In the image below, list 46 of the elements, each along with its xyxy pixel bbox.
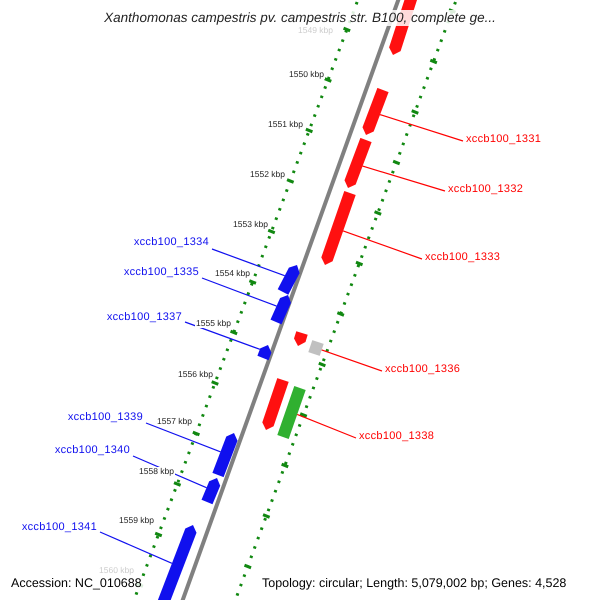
leader-line bbox=[202, 277, 277, 307]
scale-label: 1554 kbp bbox=[214, 269, 251, 278]
gene-label: xccb100_1336 bbox=[385, 364, 460, 375]
scale-label: 1552 kbp bbox=[249, 170, 286, 178]
scale-label: 1555 kbp bbox=[195, 319, 232, 328]
gene-feature bbox=[278, 265, 300, 295]
genome-info-label: Topology: circular; Length: 5,079,002 bp; Genes: 4,528 bbox=[260, 576, 568, 590]
leader-line bbox=[362, 166, 446, 192]
gene-block bbox=[277, 386, 306, 439]
scale-label: 1551 kbp bbox=[267, 120, 304, 128]
leader-line bbox=[100, 531, 172, 564]
gene-feature bbox=[156, 525, 196, 600]
leader-line bbox=[146, 422, 221, 452]
scale-label: 1558 kbp bbox=[138, 467, 175, 476]
scale-label: 1556 kbp bbox=[177, 370, 214, 378]
leader-line bbox=[212, 248, 285, 276]
gene-feature bbox=[270, 295, 291, 324]
leader-line bbox=[296, 414, 356, 439]
gene-label: xccb100_1334 bbox=[134, 237, 209, 248]
gene-label: xccb100_1339 bbox=[68, 412, 143, 423]
gene-label: xccb100_1340 bbox=[54, 445, 130, 456]
gene-feature bbox=[362, 88, 389, 135]
gene-label: xccb100_1337 bbox=[106, 312, 182, 323]
gene-feature bbox=[321, 191, 356, 265]
accession-label: Accession: NC_010688 bbox=[9, 576, 144, 590]
gene-block bbox=[308, 340, 324, 356]
gene-feature bbox=[344, 138, 372, 188]
scale-label: 1557 kbp bbox=[156, 417, 193, 426]
leader-line bbox=[322, 349, 382, 372]
gene-label: xccb100_1341 bbox=[22, 522, 97, 533]
gene-label: xccb100_1333 bbox=[425, 252, 500, 263]
scale-label: 1553 kbp bbox=[232, 220, 269, 228]
gene-label: xccb100_1331 bbox=[466, 134, 542, 145]
scale-label: 1550 kbp bbox=[288, 70, 325, 78]
gene-feature bbox=[212, 433, 238, 478]
scale-label: 1559 kbp bbox=[118, 516, 155, 524]
leader-line bbox=[342, 230, 422, 260]
leader-line bbox=[184, 321, 260, 350]
gene-feature bbox=[202, 478, 220, 504]
gene-feature bbox=[262, 378, 289, 430]
gene-label: xccb100_1335 bbox=[124, 267, 199, 278]
gene-label: xccb100_1332 bbox=[448, 184, 524, 195]
gene-feature bbox=[257, 345, 272, 360]
gene-feature bbox=[294, 331, 308, 346]
leader-line bbox=[380, 114, 464, 142]
gene-label: xccb100_1338 bbox=[359, 431, 434, 442]
